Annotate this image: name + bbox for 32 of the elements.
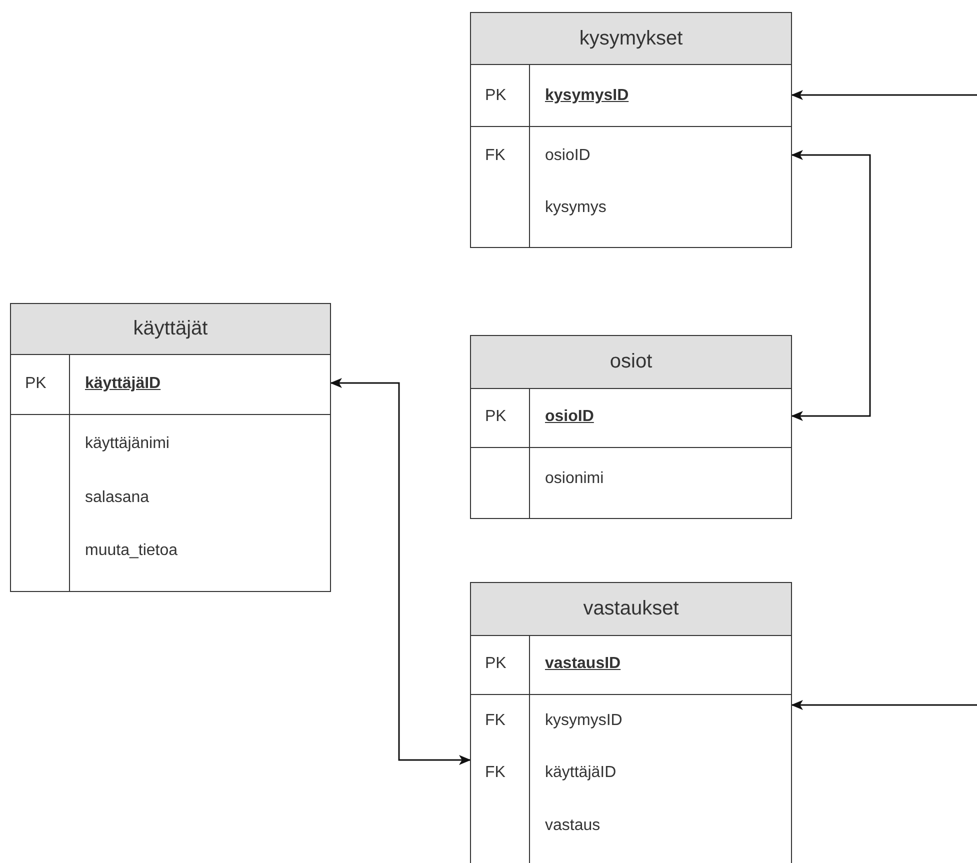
field-name: osioID [545, 146, 590, 166]
field-name: vastaus [545, 816, 600, 836]
primary-key-field: kysymysID [545, 86, 629, 106]
table-name: osiot [608, 350, 654, 374]
field-name: osionimi [545, 469, 604, 489]
field-name: kysymysID [545, 711, 622, 731]
entity-table [10, 303, 331, 592]
key-marker: PK [485, 86, 506, 106]
field-name: kysymys [545, 198, 606, 218]
relationship-arrow [791, 700, 977, 710]
primary-key-field: osioID [545, 407, 594, 427]
relationship-arrow [791, 150, 871, 421]
key-marker: FK [485, 146, 506, 166]
primary-key-field: vastausID [545, 654, 621, 674]
table-name: kysymykset [578, 27, 684, 50]
key-marker: FK [485, 763, 506, 783]
entity-table [470, 582, 792, 863]
field-name: salasana [85, 488, 150, 508]
field-name: käyttäjäID [545, 763, 616, 783]
primary-key-field: käyttäjäID [85, 374, 161, 394]
field-name: muuta_tietoa [85, 541, 178, 561]
field-name: käyttäjänimi [85, 434, 170, 454]
entity-table [470, 335, 792, 519]
relationship-arrow [330, 378, 471, 765]
table-name: vastaukset [582, 598, 680, 620]
key-marker: PK [485, 654, 506, 674]
table-name: käyttäjät [132, 318, 209, 340]
entity-table [470, 12, 792, 248]
key-marker: PK [485, 407, 506, 427]
key-marker: PK [25, 374, 46, 394]
relationship-arrow [791, 90, 977, 100]
key-marker: FK [485, 711, 506, 731]
